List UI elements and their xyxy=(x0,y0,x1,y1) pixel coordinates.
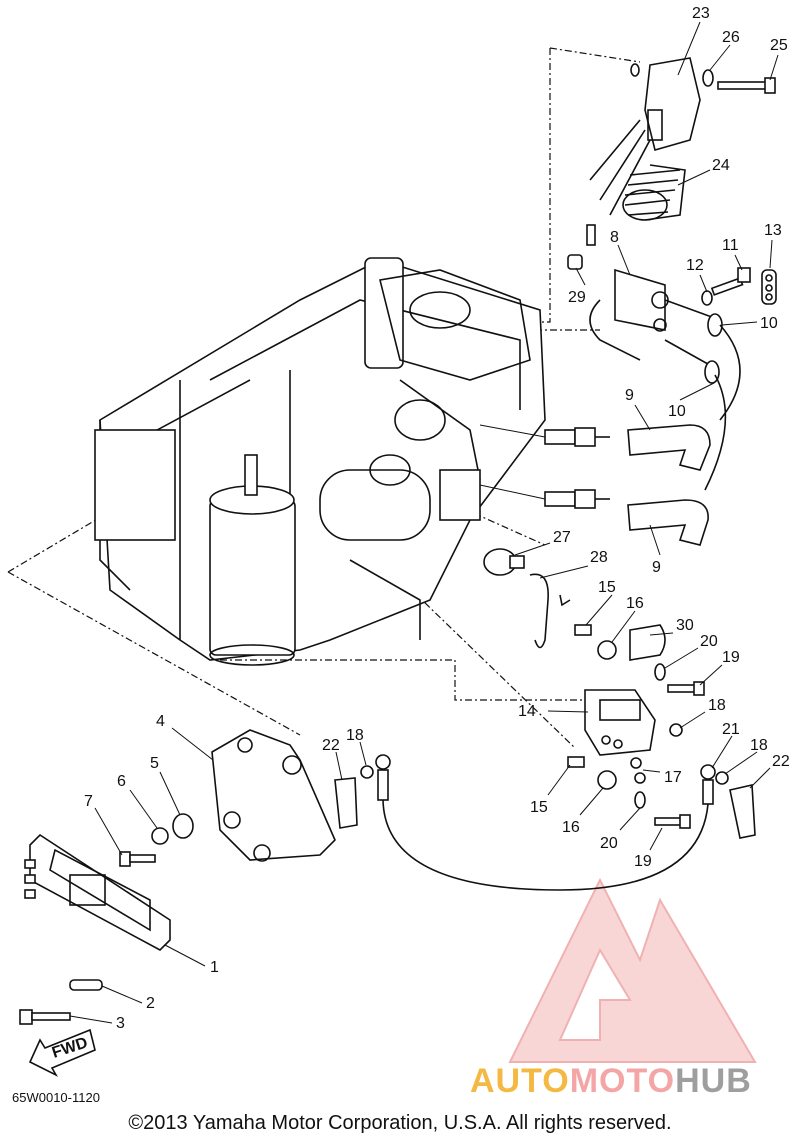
washer-26 xyxy=(702,69,714,87)
callout-24: 24 xyxy=(712,157,730,174)
bolt-11 xyxy=(710,267,751,296)
grommet-16-lower xyxy=(597,770,617,790)
callout-6: 6 xyxy=(117,773,126,790)
ignition-coil-8 xyxy=(589,268,721,369)
terminal-29 xyxy=(567,224,596,270)
terminal-cable-left xyxy=(375,754,391,801)
washer-20-lower xyxy=(634,791,646,809)
watermark-moto: MOTO xyxy=(569,1062,676,1100)
nut-18-mid xyxy=(669,723,683,737)
grommet-10-upper xyxy=(707,313,723,337)
callout-18-left: 18 xyxy=(346,727,364,744)
callout-16-upper: 16 xyxy=(626,595,644,612)
callout-28: 28 xyxy=(590,549,608,566)
callout-10-upper: 10 xyxy=(760,315,778,332)
grommet-5 xyxy=(172,813,194,839)
ground-cable xyxy=(382,799,709,891)
watermark-auto: AUTO xyxy=(470,1062,570,1100)
drawing-code: 65W0010-1120 xyxy=(12,1090,100,1105)
collar-15-lower xyxy=(567,756,585,768)
callout-leader-lines xyxy=(69,21,779,1024)
terminal-21 xyxy=(700,764,716,805)
watermark-hub: HUB xyxy=(675,1062,752,1100)
bolt-3 xyxy=(19,1009,71,1025)
callout-10-lower: 10 xyxy=(668,403,686,420)
bracket-plate-4 xyxy=(211,729,336,862)
washer-12 xyxy=(701,290,713,306)
nut-18-left xyxy=(360,765,374,779)
callout-20-upper: 20 xyxy=(700,633,718,650)
callout-15-upper: 15 xyxy=(598,579,616,596)
callout-26: 26 xyxy=(722,29,740,46)
bolt-19-lower xyxy=(654,814,691,829)
callout-29: 29 xyxy=(568,289,586,306)
callout-labels: 23 26 25 24 8 11 12 13 29 10 10 9 9 27 2… xyxy=(84,5,790,1032)
callout-11: 11 xyxy=(722,237,739,254)
nut-18-right xyxy=(715,771,729,785)
high-tension-cord xyxy=(704,324,741,491)
callout-17: 17 xyxy=(664,769,682,786)
bolt-19-upper xyxy=(667,681,705,696)
clamp-13 xyxy=(761,269,777,305)
callout-1: 1 xyxy=(210,959,219,976)
collar-2 xyxy=(69,979,103,991)
watermark-logo xyxy=(508,877,757,1063)
callout-20-lower: 20 xyxy=(600,835,618,852)
watermark-text: AUTOMOTOHUB xyxy=(470,1062,752,1101)
washer-20-upper xyxy=(654,663,666,681)
callout-12: 12 xyxy=(686,257,704,274)
cap-22-left xyxy=(334,777,358,829)
collar-6 xyxy=(151,827,169,845)
callout-5: 5 xyxy=(150,755,159,772)
callout-9-upper: 9 xyxy=(625,387,634,404)
collar-15-upper xyxy=(574,624,592,636)
arrow-28 xyxy=(559,594,571,607)
cdi-unit-1 xyxy=(24,833,171,951)
callout-25: 25 xyxy=(770,37,788,54)
callout-7: 7 xyxy=(84,793,93,810)
sensor-27 xyxy=(483,548,525,576)
ignition-coil-bracket xyxy=(589,57,701,216)
callout-22-left: 22 xyxy=(322,737,340,754)
callout-15-lower: 15 xyxy=(530,799,548,816)
callout-23: 23 xyxy=(692,5,710,22)
fwd-arrow-icon xyxy=(28,1028,96,1077)
corrugated-tube-24 xyxy=(622,164,686,221)
bolt-25 xyxy=(717,77,776,94)
spark-plug-lower xyxy=(479,484,610,509)
engine-block xyxy=(94,257,546,666)
callout-14: 14 xyxy=(518,703,536,720)
nut-17-b xyxy=(634,772,646,784)
callout-9-lower: 9 xyxy=(652,559,661,576)
callout-3: 3 xyxy=(116,1015,125,1032)
bolt-7 xyxy=(119,851,156,867)
callout-4: 4 xyxy=(156,713,165,730)
grommet-16-upper xyxy=(597,640,617,660)
bracket-30 xyxy=(629,624,666,661)
callout-19-upper: 19 xyxy=(722,649,740,666)
plug-cap-9-lower xyxy=(627,499,709,546)
callout-18-mid: 18 xyxy=(708,697,726,714)
callout-2: 2 xyxy=(146,995,155,1012)
callout-21: 21 xyxy=(722,721,740,738)
spark-plug-upper xyxy=(479,424,610,447)
callout-13: 13 xyxy=(764,222,782,239)
callout-16-lower: 16 xyxy=(562,819,580,836)
copyright-notice: ©2013 Yamaha Motor Corporation, U.S.A. A… xyxy=(128,1112,672,1134)
cap-22-right xyxy=(729,784,756,839)
callout-19-lower: 19 xyxy=(634,853,652,870)
hose-28 xyxy=(529,573,549,649)
callout-27: 27 xyxy=(553,529,571,546)
rectifier-14 xyxy=(584,689,656,756)
callout-18-right: 18 xyxy=(750,737,768,754)
callout-30: 30 xyxy=(676,617,694,634)
callout-22-right: 22 xyxy=(772,753,790,770)
callout-8: 8 xyxy=(610,229,619,246)
nut-17-a xyxy=(630,757,642,769)
plug-cap-9-upper xyxy=(627,424,711,471)
